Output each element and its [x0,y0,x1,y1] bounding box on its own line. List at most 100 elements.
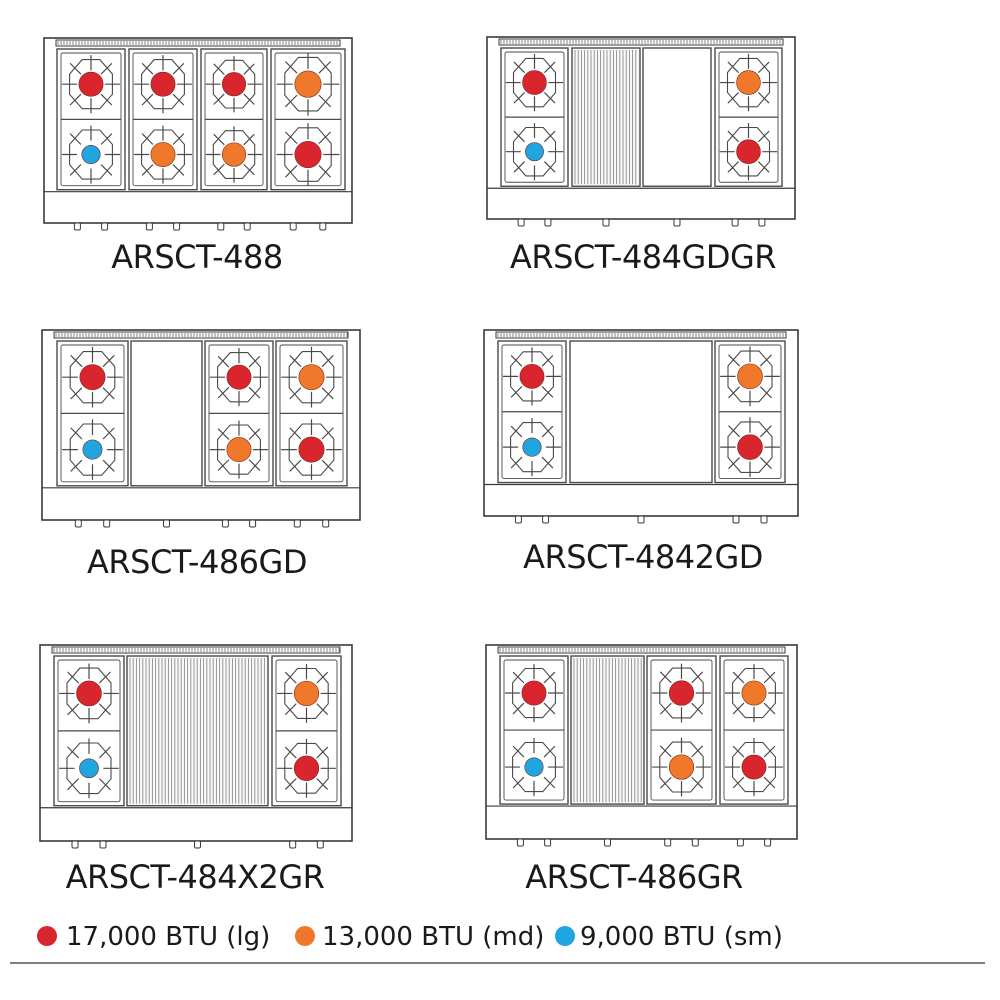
grate-bar [285,703,297,715]
grate-bar [70,355,83,367]
grate-bar [512,745,525,758]
grate-bar [217,356,230,368]
grate-bar [141,164,154,176]
grate-ring [69,59,113,110]
control-knob-icon [516,838,524,847]
grate-ring [212,59,256,109]
grate-bar [100,164,113,176]
grate-bar [99,671,111,684]
control-knob-icon [217,222,225,231]
grate-bar [728,457,740,469]
control-knob-icon [316,840,324,849]
grate-bar [285,671,297,684]
burner-sm-icon [524,757,544,777]
grate-bar [285,131,298,144]
grate-ring [512,126,557,177]
grate-bar [285,94,298,108]
grate-bar [213,93,225,105]
grate-bar [316,703,328,715]
grate-ring [512,57,557,108]
grate-bar [760,425,772,438]
grill-section [571,47,641,187]
grate-ring [212,130,256,179]
legend-label-sm: 9,000 BTU (sm) [580,922,783,952]
control-knob-icon [74,519,82,528]
grate-bar [285,61,298,74]
grate-bar [100,63,113,75]
burner-lg-icon [298,436,325,463]
back-vent [498,38,784,46]
grate-bar [99,778,111,791]
grate-bar [217,459,230,471]
grate-bar [248,428,261,440]
grate-bar [544,92,556,104]
grate-bar [732,776,745,789]
burner-sm-icon [522,437,542,457]
grate-bar [728,354,740,367]
control-knob-icon [544,218,552,227]
grate-ring [141,59,185,110]
burner-lg-icon [521,680,547,706]
burner-md-icon [737,363,763,390]
burner-section [200,48,268,191]
grate-bar [760,354,772,367]
control-knob-icon [731,218,739,227]
control-knob-icon [673,218,681,227]
burner-md-icon [294,70,322,98]
griddle-section [569,340,713,484]
grate-bar [316,746,328,759]
burner-md-icon [741,680,767,706]
control-knob-icon [71,840,79,849]
grate-ring [732,741,776,793]
grate-bar [691,777,703,789]
grate-ring [284,667,329,719]
griddle-section [642,47,712,187]
grate-bar [217,428,230,440]
back-vent [497,646,786,654]
grate-bar [510,386,523,398]
grill-box [570,655,645,805]
grate-bar [67,778,79,791]
grate-bar [758,130,770,143]
control-knob-icon [602,218,610,227]
control-knob-icon [289,840,297,849]
control-knob-icon [99,840,107,849]
grate-bar [141,133,154,145]
grate-bar [541,355,554,367]
grate-ring [512,667,556,719]
control-knob-icon [604,838,611,847]
burner-section [714,47,783,187]
grate-ring [284,127,332,182]
legend-swatch-lg [37,926,57,946]
grate-bar [543,671,556,684]
model-label: ARSCT-486GD [87,543,307,581]
grate-bar [100,93,113,106]
burner-sm-icon [79,758,99,779]
control-knob-icon [194,840,201,849]
grate-bar [513,61,525,73]
burner-lg-icon [519,363,545,389]
burner-lg-icon [76,680,102,707]
grate-bar [289,355,302,367]
grate-bar [543,776,556,789]
grate-ring [69,351,116,404]
grate-bar [321,355,334,367]
grate-bar [141,93,154,106]
control-knob-icon [322,519,330,528]
grate-bar [758,92,770,104]
rangetop-unit [39,644,353,849]
grate-bar [728,425,740,438]
grate-bar [541,386,554,398]
grate-bar [69,133,82,145]
control-knob-icon [249,519,257,528]
grate-bar [248,356,261,368]
grate-bar [285,165,298,178]
burner-md-icon [221,142,247,167]
control-knob-icon [764,838,772,847]
grate-bar [321,427,334,440]
grate-ring [288,423,335,476]
grate-bar [660,745,672,758]
grate-bar [732,702,745,715]
burner-sm-icon [525,142,544,162]
rangetop-unit [43,37,353,231]
